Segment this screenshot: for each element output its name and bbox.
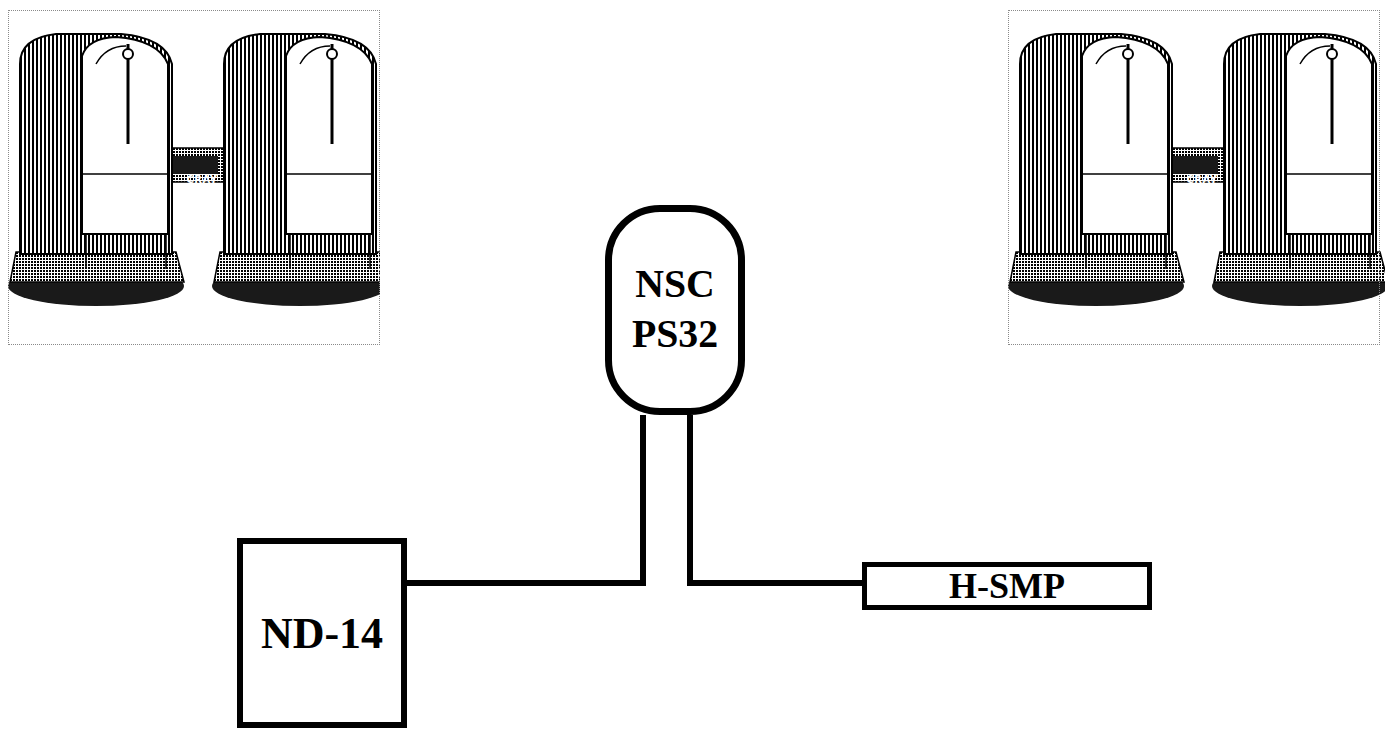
brand-label: CRAY xyxy=(1177,171,1227,189)
node-box: ND-14 xyxy=(237,538,407,728)
network-link xyxy=(690,415,1008,583)
network-link xyxy=(380,415,643,583)
cray-computer: CRAY xyxy=(1008,10,1380,345)
node-label: ND-14 xyxy=(261,606,383,661)
node-label: NSC PS32 xyxy=(612,260,738,359)
network-link xyxy=(690,415,862,583)
switch-capsule: NSC PS32 xyxy=(605,205,745,415)
brand-label: CRAY xyxy=(177,171,227,189)
node-bar: H-SMP xyxy=(862,562,1152,610)
cray-computer: CRAY xyxy=(8,10,380,345)
network-link xyxy=(407,415,643,583)
node-label: H-SMP xyxy=(949,568,1065,604)
